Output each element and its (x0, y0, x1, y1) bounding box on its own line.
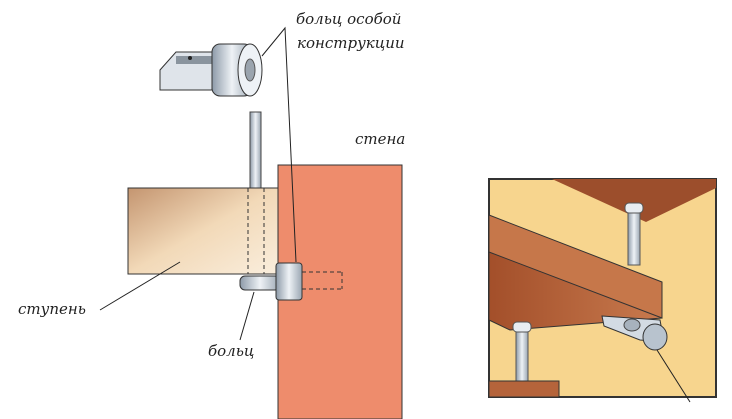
special-bolt-illustration (159, 43, 263, 97)
leader-lines (99, 26, 297, 341)
wall-label: стена (355, 130, 406, 148)
bolt-illustration (239, 262, 343, 301)
bolt-label: больц (208, 342, 255, 360)
step-label: ступень (18, 300, 86, 318)
special-bolt-label-line1: больц особой (296, 10, 402, 28)
step (127, 187, 279, 275)
rod (249, 111, 262, 193)
special-bolt-label-line2: конструкции (297, 34, 405, 52)
inset-illustration (488, 178, 717, 403)
